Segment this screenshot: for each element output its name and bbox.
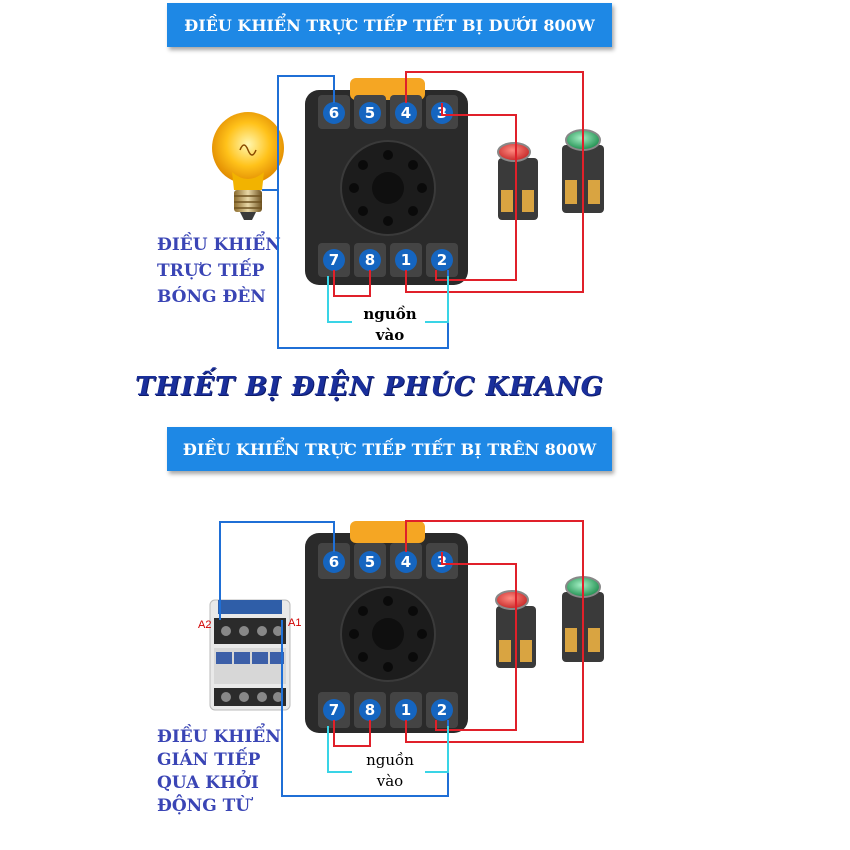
wire-red <box>405 520 584 743</box>
terminal-number: 4 <box>401 104 411 122</box>
relay-terminal: 1 <box>395 249 417 271</box>
relay-terminal: 1 <box>395 699 417 721</box>
relay-terminal: 8 <box>359 699 381 721</box>
wire-red <box>333 720 371 747</box>
power-input-line2: vào <box>375 326 405 344</box>
wire-red <box>435 552 517 731</box>
coil-label-a2: A2 <box>198 619 211 631</box>
caption-line: TRỰC TIẾP <box>157 261 265 281</box>
wire-red <box>405 71 584 293</box>
terminal-number: 1 <box>401 701 411 719</box>
relay-terminal: 7 <box>323 699 345 721</box>
wire-blue <box>219 521 335 620</box>
coil-label-a1: A1 <box>288 617 301 629</box>
bottom-banner: ĐIỀU KHIỂN TRỰC TIẾP TIẾT BỊ TRÊN 800W <box>167 427 612 471</box>
terminal-number: 2 <box>437 251 447 269</box>
terminal-number: 5 <box>365 104 375 122</box>
top-banner: ĐIỀU KHIỂN TRỰC TIẾP TIẾT BỊ DƯỚI 800W <box>167 3 612 47</box>
power-input-line1: nguồn <box>363 305 417 323</box>
relay-terminal: 8 <box>359 249 381 271</box>
caption-line: GIÁN TIẾP <box>157 750 261 770</box>
terminal-number: 6 <box>329 553 339 571</box>
terminal-number: 5 <box>365 553 375 571</box>
wire-cyan <box>425 276 449 323</box>
bottom-section: A2 A1 6 <box>198 520 604 797</box>
terminal-number: 8 <box>365 701 375 719</box>
wire-cyan <box>327 726 352 773</box>
wires <box>219 520 584 797</box>
power-input-label-top: nguồn vào <box>355 304 425 346</box>
relay-terminal: 4 <box>395 102 417 124</box>
terminal-number: 6 <box>329 104 339 122</box>
power-input-line2: vào <box>376 772 404 790</box>
caption-direct-lamp: ĐIỀU KHIỂN TRỰC TIẾP BÓNG ĐÈN <box>157 232 281 310</box>
bottom-banner-text: ĐIỀU KHIỂN TRỰC TIẾP TIẾT BỊ TRÊN 800W <box>182 439 597 459</box>
contactor <box>209 599 291 711</box>
wire-red <box>333 270 371 297</box>
caption-line: QUA KHỞI <box>157 773 259 793</box>
red-push-button <box>497 142 538 220</box>
relay-terminal: 2 <box>431 699 453 721</box>
terminal-number: 8 <box>365 251 375 269</box>
wire-cyan <box>425 726 449 773</box>
wire-blue <box>262 75 335 191</box>
power-input-line1: nguồn <box>366 751 414 769</box>
terminal-number: 2 <box>437 701 447 719</box>
caption-line: ĐỘNG TỪ <box>157 796 251 816</box>
power-input-label-bottom: nguồn vào <box>355 750 425 792</box>
wire-red <box>435 103 517 281</box>
terminal-number: 1 <box>401 251 411 269</box>
wire-cyan <box>327 276 352 323</box>
terminal-number: 7 <box>329 251 339 269</box>
relay-terminal: 6 <box>323 551 345 573</box>
terminal-number: 7 <box>329 701 339 719</box>
caption-line: ĐIỀU KHIỂN <box>157 235 281 255</box>
terminal-number: 4 <box>401 553 411 571</box>
relay-terminal: 2 <box>431 249 453 271</box>
brand-title: THIẾT BỊ ĐIỆN PHÚC KHANG <box>135 372 604 402</box>
relay-terminal: 4 <box>395 551 417 573</box>
caption-line: ĐIỀU KHIỂN <box>157 727 281 747</box>
caption-indirect-contactor: ĐIỀU KHIỂN GIÁN TIẾP QUA KHỞI ĐỘNG TỪ <box>157 726 281 818</box>
relay-terminal: 5 <box>359 551 381 573</box>
light-bulb-icon <box>212 112 284 220</box>
relay-terminal: 7 <box>323 249 345 271</box>
top-banner-text: ĐIỀU KHIỂN TRỰC TIẾP TIẾT BỊ DƯỚI 800W <box>184 15 595 35</box>
caption-line: BÓNG ĐÈN <box>157 287 266 307</box>
relay-terminal: 5 <box>359 102 381 124</box>
wires <box>262 71 584 349</box>
top-section: 6 5 4 3 7 8 1 2 <box>212 71 604 349</box>
relay-terminal: 6 <box>323 102 345 124</box>
